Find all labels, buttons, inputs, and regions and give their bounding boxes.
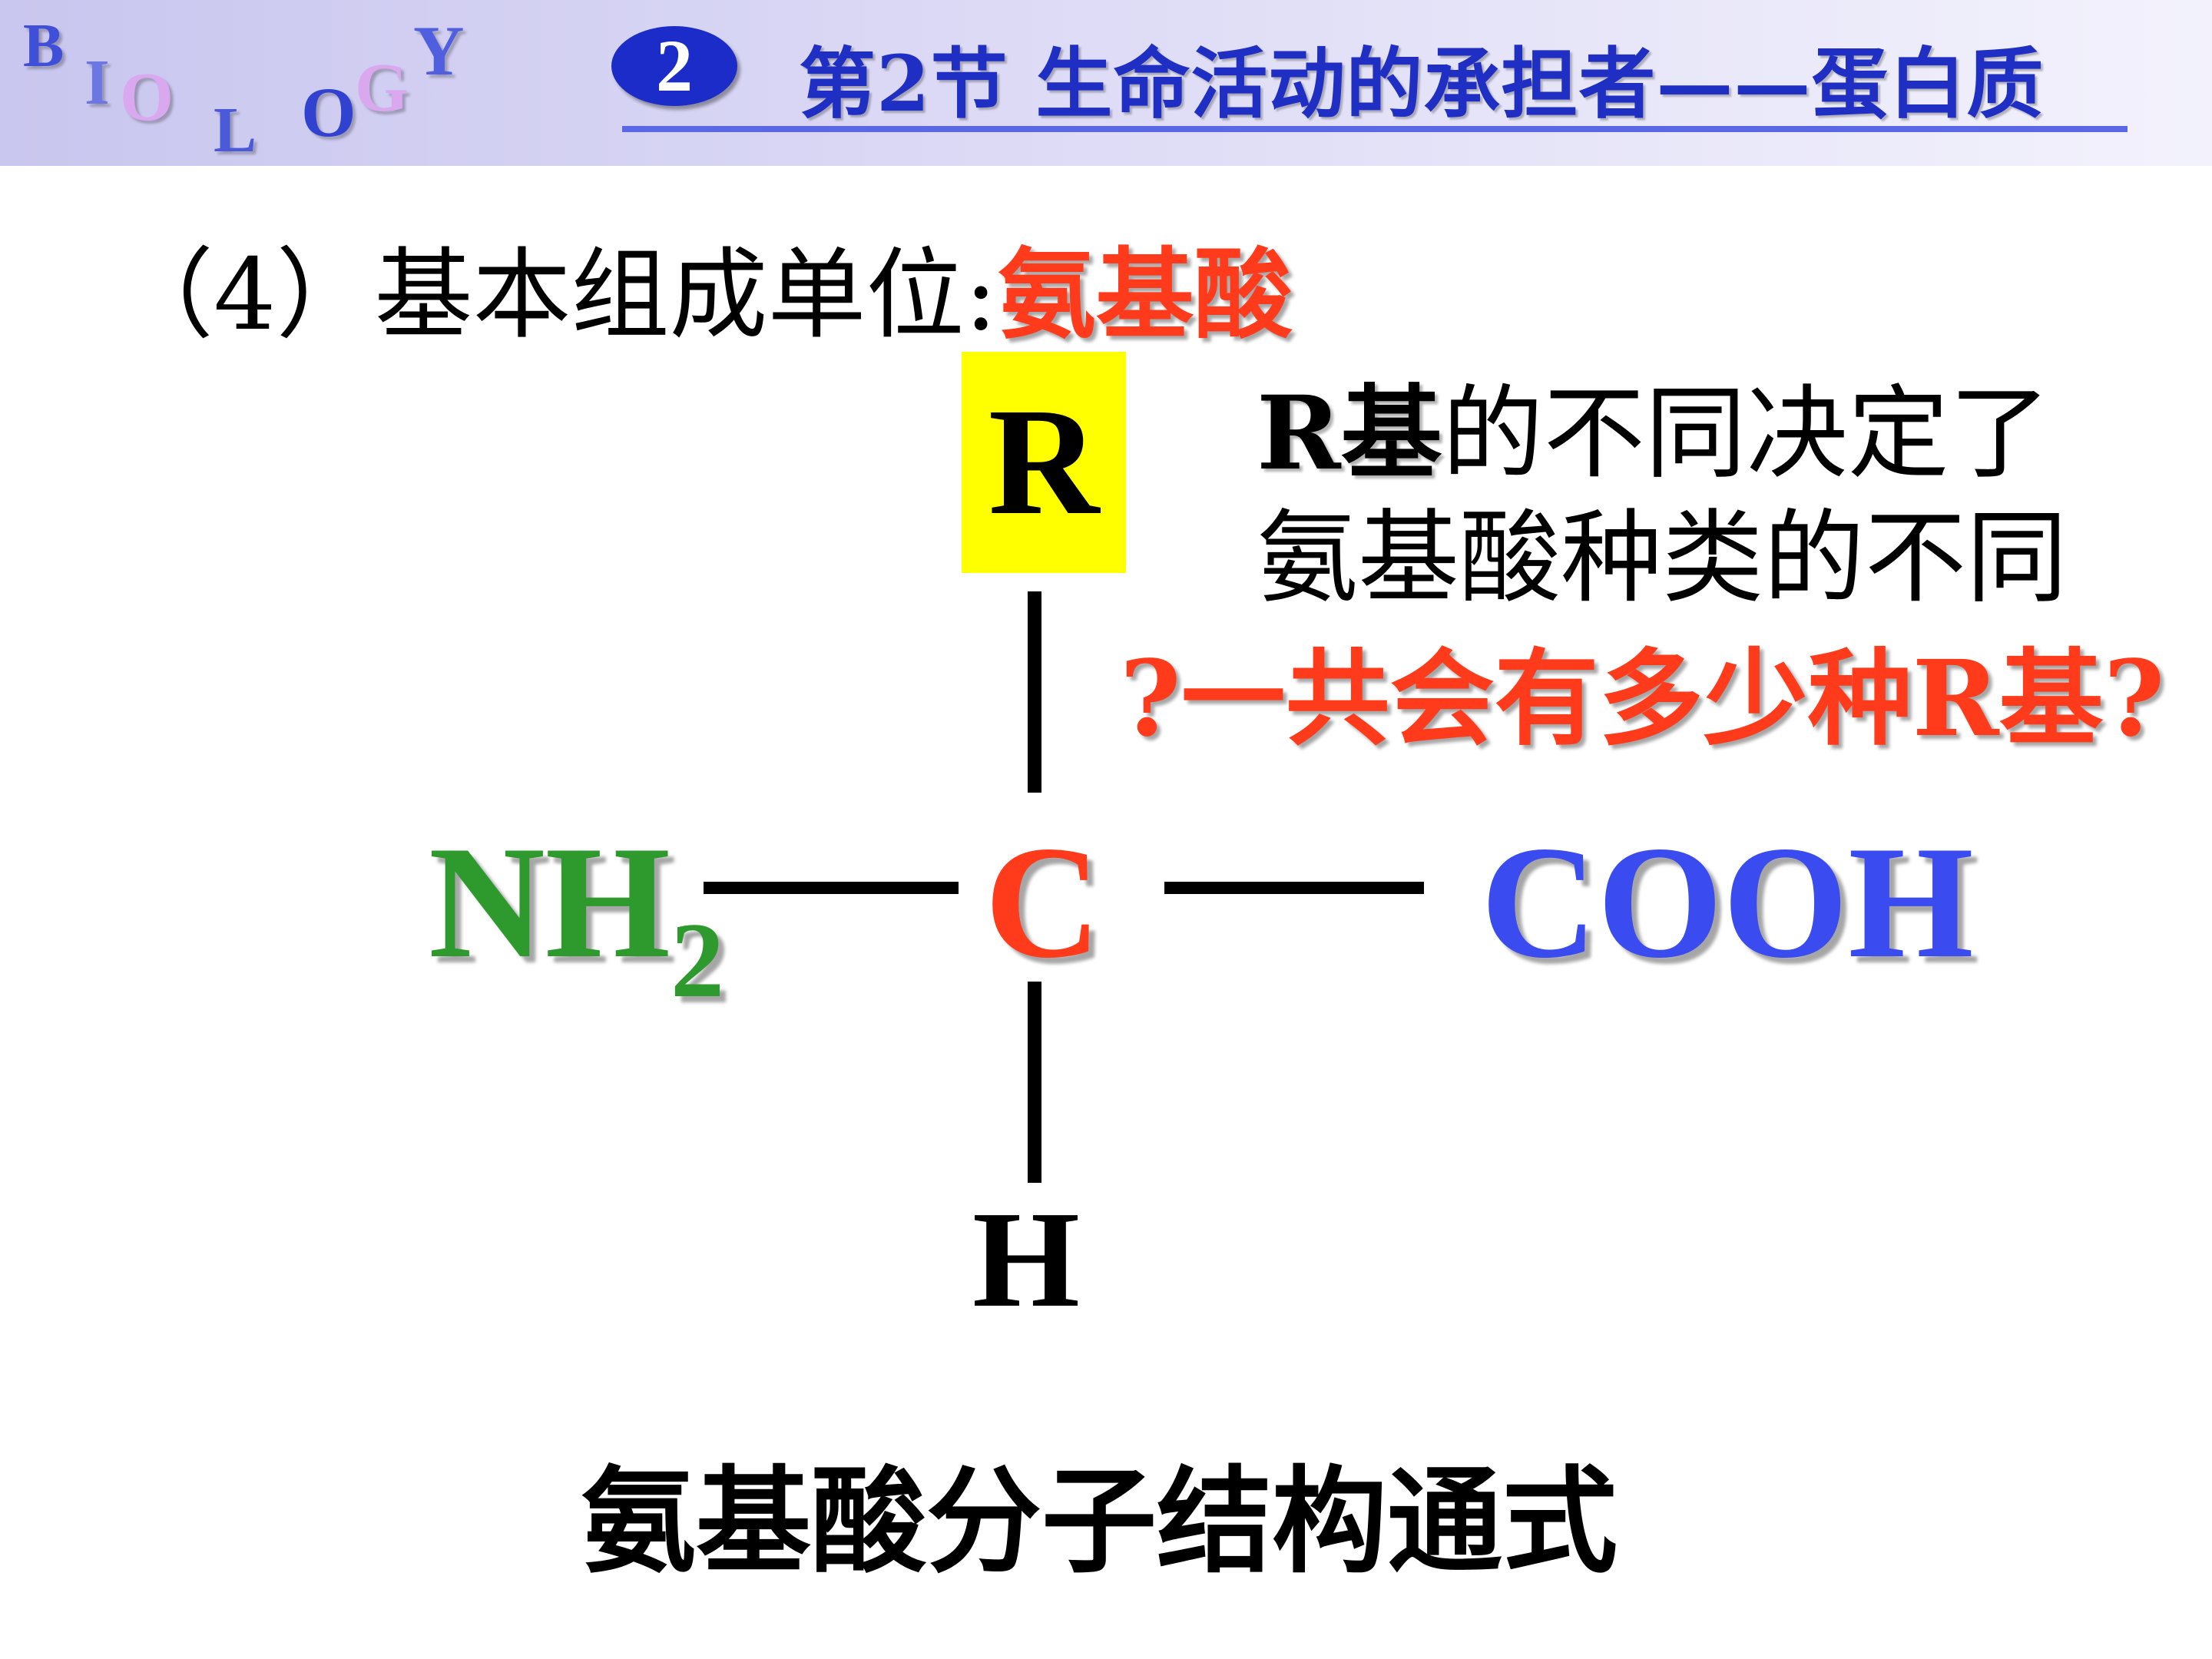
note-line-1-rest: 的不同决定了: [1442, 375, 2051, 493]
figure-caption: 氨基酸分子结构通式: [581, 1454, 1618, 1589]
question-text: ?一共会有多少种R基?: [1120, 637, 2165, 760]
subtitle-prefix: （4）基本组成单位:: [115, 238, 998, 353]
logo-letter-y: Y: [413, 12, 465, 90]
section-title: 第2节 生命活动的承担者——蛋白质: [799, 38, 2045, 129]
logo-letter-i: I: [84, 47, 110, 118]
amino-group-subscript: 2: [671, 901, 724, 1020]
r-group-box: R: [962, 352, 1126, 573]
bond-nh2-c: [704, 882, 959, 894]
amino-group: NH2: [429, 822, 724, 1015]
carboxyl-group: COOH: [1481, 813, 1974, 992]
bond-c-cooh: [1164, 882, 1424, 894]
central-carbon: C: [985, 813, 1101, 992]
r-group-label: R: [988, 377, 1100, 547]
bond-r-c: [1028, 591, 1041, 793]
bond-c-h: [1028, 982, 1041, 1183]
subtitle-highlight: 氨基酸: [997, 237, 1293, 353]
logo-letter-o2: O: [301, 73, 356, 151]
logo-letter-o1: O: [120, 59, 174, 135]
chapter-number: 2: [656, 25, 693, 107]
logo-letter-g: G: [355, 50, 409, 126]
logo-letter-l: L: [214, 94, 257, 166]
note-r-group: R基: [1257, 374, 1442, 493]
hydrogen-atom: H: [972, 1183, 1081, 1336]
subtitle: （4）基本组成单位:氨基酸: [115, 215, 1293, 357]
header-band: [0, 0, 2212, 166]
header-divider: [622, 126, 2128, 132]
amino-group-label: NH: [429, 813, 671, 992]
note-line-2: 氨基酸种类的不同: [1257, 499, 2068, 618]
logo-letter-b: B: [23, 12, 65, 80]
note-line-1: R基的不同决定了: [1257, 352, 2051, 498]
chapter-number-badge: 2: [611, 26, 737, 106]
